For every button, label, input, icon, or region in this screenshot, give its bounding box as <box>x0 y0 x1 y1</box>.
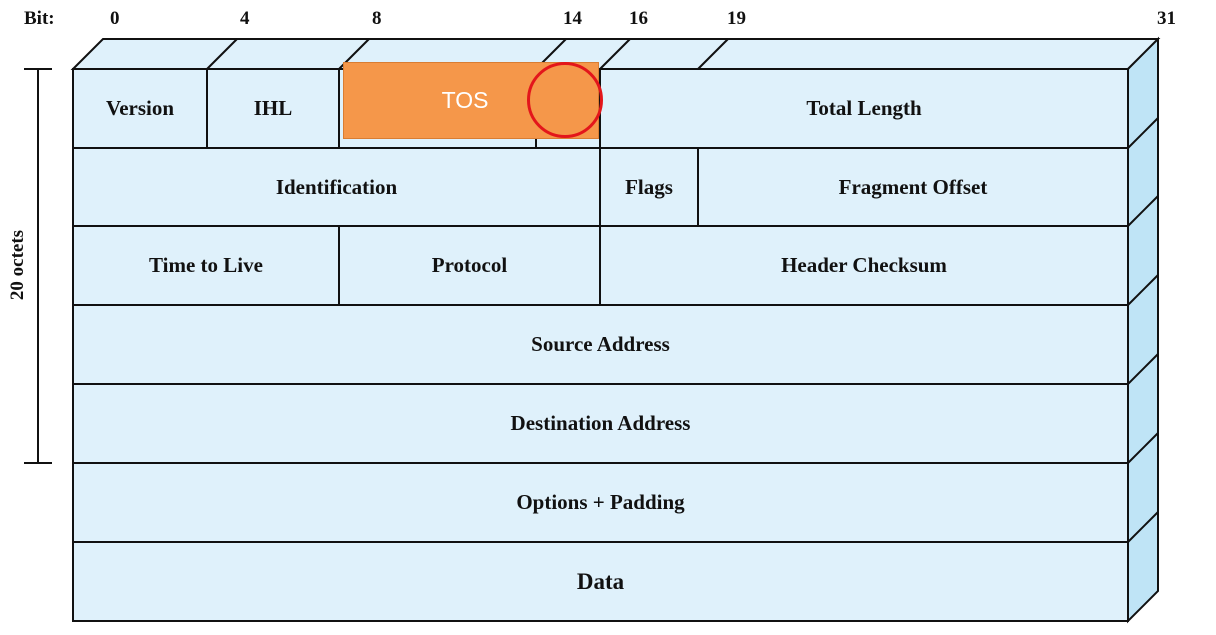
header-checksum-field: Header Checksum <box>781 253 947 277</box>
ihl-field: IHL <box>253 96 293 120</box>
bit-marker-0: 0 <box>110 8 120 29</box>
bit-prefix-label: Bit: <box>24 8 55 29</box>
time-to-live-field: Time to Live <box>149 253 263 277</box>
bit-marker-16: 16 <box>629 8 648 29</box>
highlight-circle <box>527 62 603 138</box>
header-size-label: 20 octets <box>7 229 28 301</box>
bit-marker-31: 31 <box>1157 8 1176 29</box>
source-address-field: Source Address <box>531 332 670 356</box>
side-face-dividers <box>1127 117 1159 543</box>
tos-field-label: TOS <box>441 87 489 113</box>
identification-field: Identification <box>275 174 398 199</box>
box-side-face <box>1127 36 1159 624</box>
flags-field: Flags <box>625 174 673 199</box>
total-length-field: Total Length <box>806 96 922 120</box>
bit-marker-14: 14 <box>563 8 582 29</box>
bit-marker-4: 4 <box>240 8 250 29</box>
destination-address-field: Destination Address <box>510 411 691 435</box>
bit-marker-8: 8 <box>372 8 382 29</box>
octets-bracket <box>24 68 52 464</box>
data-field: Data <box>576 568 625 594</box>
fragment-offset-field: Fragment Offset <box>838 174 988 199</box>
options-padding-field: Options + Padding <box>516 490 685 514</box>
version-field: Version <box>105 96 175 120</box>
protocol-field: Protocol <box>431 253 508 277</box>
bit-marker-19: 19 <box>727 8 746 29</box>
